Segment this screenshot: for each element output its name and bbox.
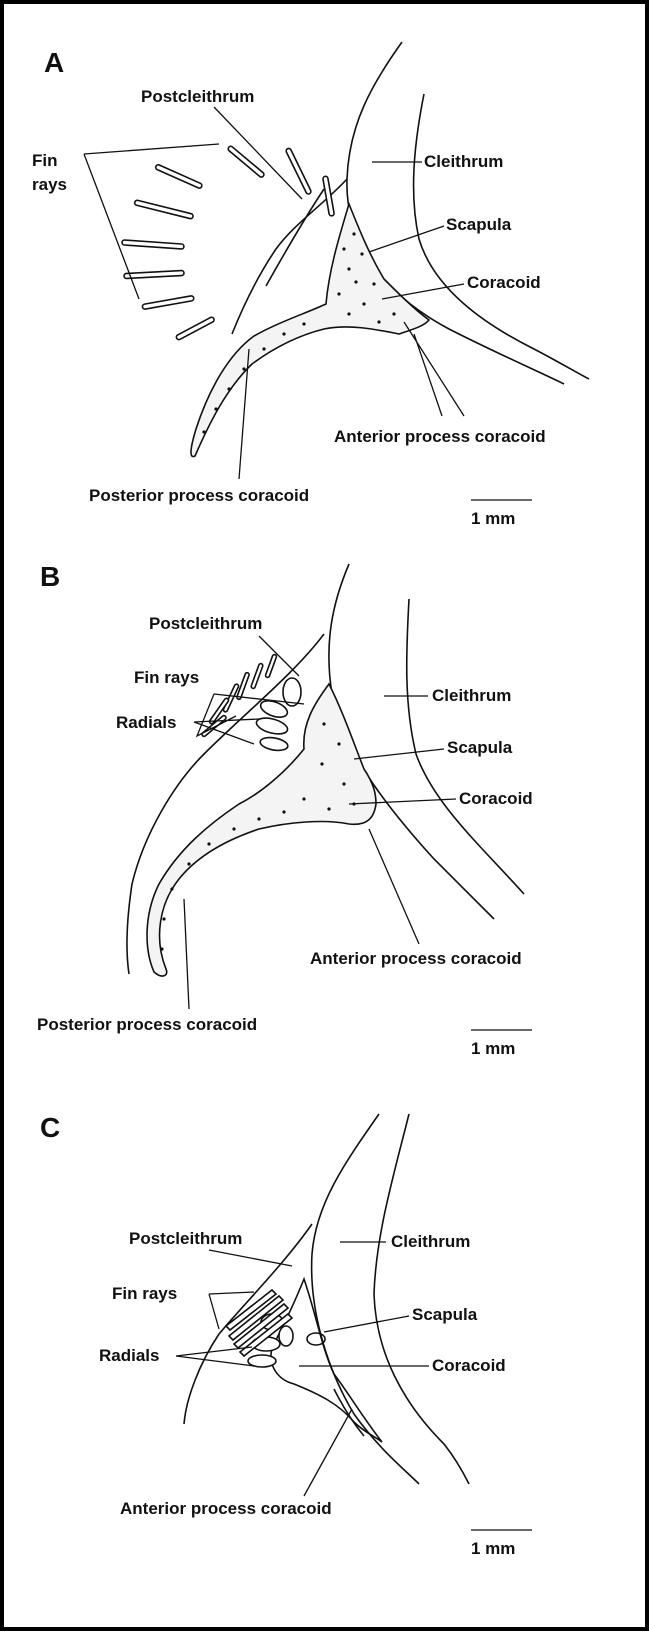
panel-c-postcleithrum-leader [209,1250,292,1266]
panel-c-scapula-label: Scapula [412,1305,478,1324]
panel-a-scapula-label: Scapula [446,215,512,234]
panel-b-posterior-label: Posterior process coracoid [37,1015,257,1034]
panel-a-postcleithrum-2 [266,189,324,286]
panel-b: B [37,561,533,1058]
panel-b-fin-rays-label: Fin rays [134,668,199,687]
panel-b-anterior-label: Anterior process coracoid [310,949,522,968]
panel-b-postcleithrum-leader [259,636,299,676]
panel-b-postcleithrum-label: Postcleithrum [149,614,262,633]
panel-c-scapula-leader [324,1316,409,1332]
panel-a-anterior-leader [404,322,464,416]
panel-b-scapula-label: Scapula [447,738,513,757]
panel-a-fin-label-1: Fin [32,151,58,170]
panel-c-scapulocoracoid [271,1279,382,1442]
panel-c-scale-label: 1 mm [471,1539,515,1558]
panel-b-anterior-leader [369,829,419,944]
panel-a-fin-label-2: rays [32,175,67,194]
panel-c-radials-label: Radials [99,1346,159,1365]
panel-a-postcleithrum-label: Postcleithrum [141,87,254,106]
panel-b-cleithrum-label: Cleithrum [432,686,511,705]
panel-a-posterior-label: Posterior process coracoid [89,486,309,505]
panel-b-scapula-leader [354,749,444,759]
panel-c-cleithrum-outer [312,1114,419,1484]
panel-a-scapulocoracoid [191,204,429,457]
panel-c-anterior-label: Anterior process coracoid [120,1499,332,1518]
panel-a-cleithrum-label: Cleithrum [424,152,503,171]
panel-a-anterior-label: Anterior process coracoid [334,427,546,446]
pectoral-girdle-figure: A [4,4,649,1635]
panel-a-fin-rays [122,145,335,340]
panel-a-coracoid-label: Coracoid [467,273,541,292]
panel-b-coracoid-label: Coracoid [459,789,533,808]
panel-c-postcleithrum-label: Postcleithrum [129,1229,242,1248]
panel-c-letter: C [40,1112,60,1143]
panel-b-radials [255,678,301,752]
panel-b-posterior-leader [184,899,189,1009]
panel-a-cleithrum-inner [414,94,589,379]
panel-a-cleithrum-outer [347,42,564,384]
panel-c-cleithrum-inner [374,1114,469,1484]
panel-a-scapula-leader [369,226,444,252]
panel-a: A [32,42,589,528]
panel-c-anterior-leader [304,1409,352,1496]
panel-b-radials-label: Radials [116,713,176,732]
panel-c: C Postcleithrum Fin rays Radials Clei [40,1112,532,1558]
panel-c-fin-rays-label: Fin rays [112,1284,177,1303]
panel-b-scale-label: 1 mm [471,1039,515,1058]
panel-c-coracoid-label: Coracoid [432,1356,506,1375]
panel-a-scale-label: 1 mm [471,509,515,528]
panel-c-cleithrum-label: Cleithrum [391,1232,470,1251]
panel-b-letter: B [40,561,60,592]
panel-a-letter: A [44,47,64,78]
